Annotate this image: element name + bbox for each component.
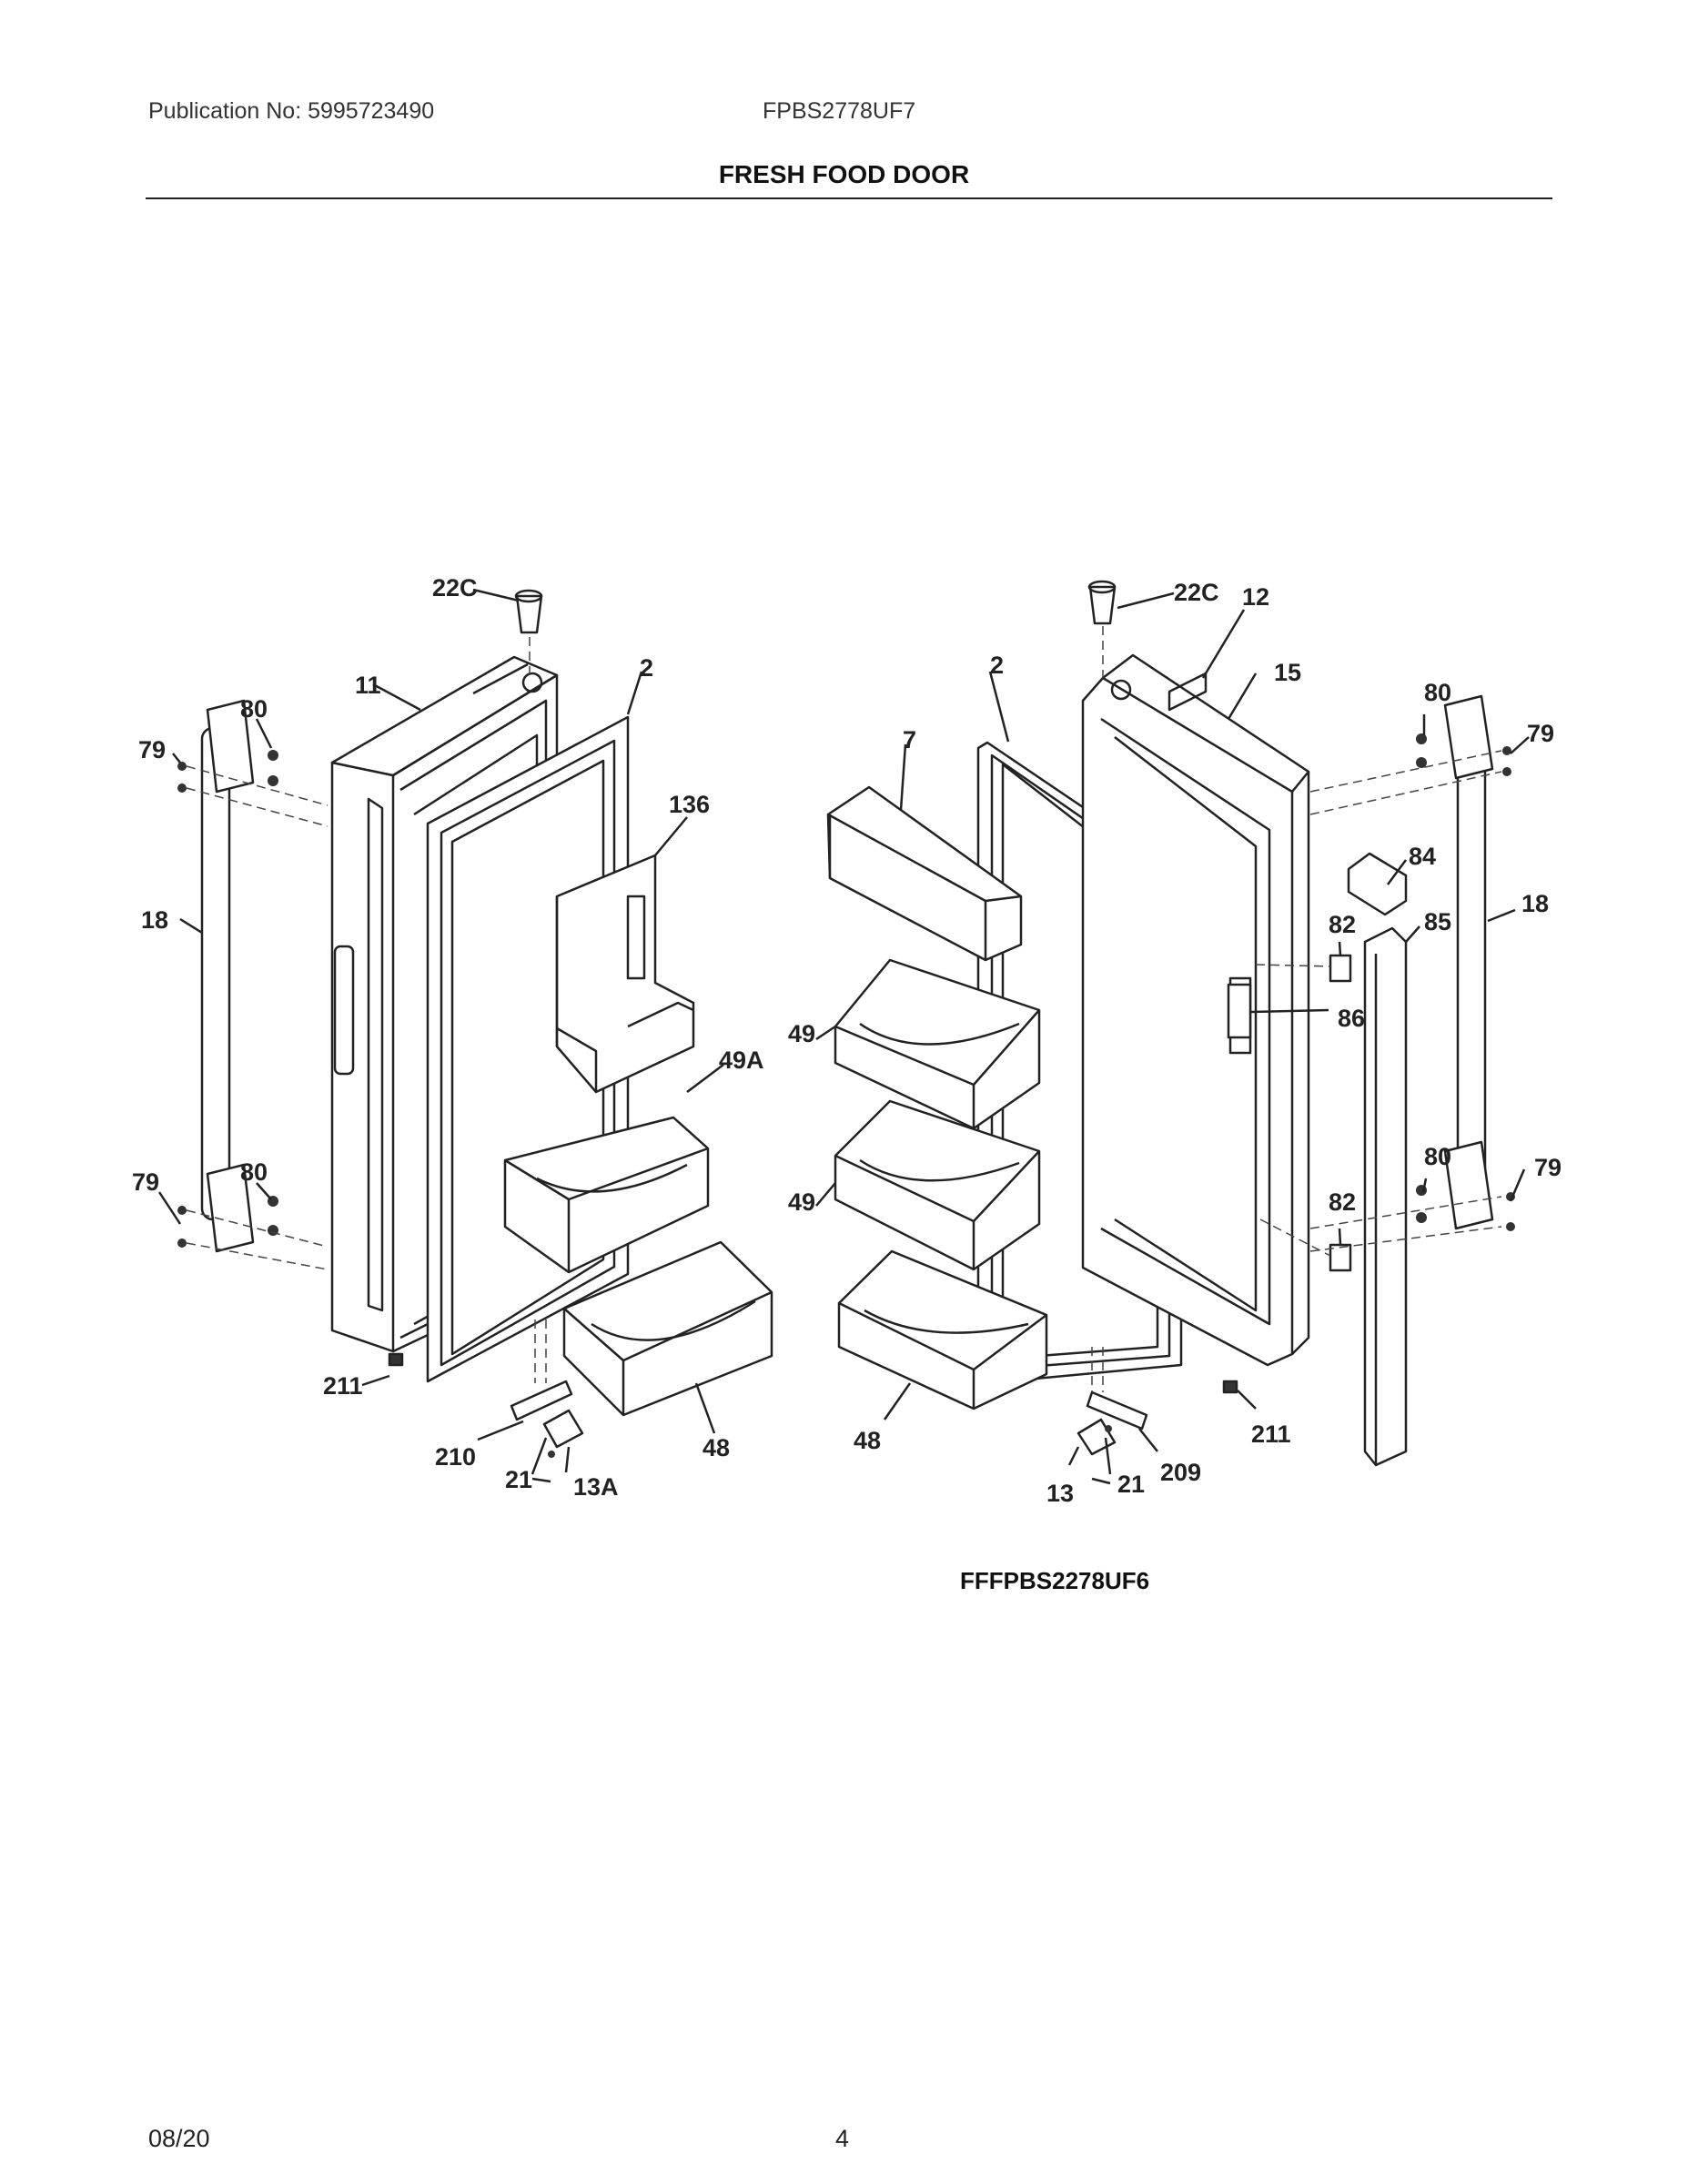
alignment-lines: [186, 626, 1502, 1392]
callout-7: 7: [903, 726, 916, 753]
callout-210: 210: [435, 1443, 476, 1471]
callout-2-left: 2: [640, 654, 653, 682]
callout-86: 86: [1338, 1005, 1365, 1032]
callout-13: 13: [1046, 1480, 1074, 1507]
publication-number: Publication No: 5995723490: [148, 98, 435, 124]
callout-80-top-right: 80: [1424, 679, 1451, 706]
section-title: FRESH FOOD DOOR: [718, 160, 970, 188]
hinge-210: [510, 1380, 584, 1449]
callout-49-top: 49: [788, 1020, 815, 1047]
label-12: [1167, 672, 1208, 712]
callout-49A: 49A: [719, 1046, 764, 1074]
callout-79-top-right: 79: [1527, 720, 1554, 747]
callout-211-right: 211: [1251, 1421, 1291, 1448]
callout-49-bottom: 49: [788, 1188, 815, 1216]
footer-date: 08/20: [148, 2125, 210, 2152]
callout-21-left: 21: [505, 1466, 532, 1493]
callout-48-right: 48: [854, 1427, 881, 1454]
callout-12: 12: [1242, 583, 1269, 611]
door-bin-7: [826, 785, 1023, 962]
callout-80-bottom-left: 80: [240, 1158, 268, 1186]
leader-lines: [157, 588, 1530, 1485]
dispenser-136: [555, 854, 695, 1094]
switch-86: [1227, 983, 1252, 1039]
cap-22C-left: [514, 589, 543, 634]
callout-85: 85: [1424, 908, 1451, 935]
callout-21-right: 21: [1117, 1471, 1145, 1498]
callout-82-bottom: 82: [1329, 1188, 1356, 1216]
trim-85: [1363, 926, 1408, 1467]
handle-18-right: [1443, 694, 1494, 1230]
callout-13A: 13A: [573, 1473, 619, 1501]
callout-2-right: 2: [990, 652, 1004, 679]
clip-211-right: [1222, 1380, 1238, 1394]
door-bin-49A: [503, 1116, 710, 1274]
callout-209: 209: [1160, 1459, 1201, 1486]
cap-22C-right: [1087, 580, 1117, 625]
right-door-outer-panel: [1081, 653, 1310, 1367]
bracket-84: [1347, 852, 1408, 916]
callout-18-left: 18: [141, 906, 168, 934]
callout-22C-right: 22C: [1174, 579, 1219, 606]
bracket-82-top: [1329, 954, 1352, 983]
door-bin-48-left: [562, 1240, 773, 1417]
callout-79-bottom-left: 79: [132, 1168, 159, 1196]
door-bin-48-right: [837, 1249, 1048, 1410]
callout-136: 136: [669, 791, 710, 818]
door-bin-49-bottom: [834, 1099, 1041, 1271]
callout-84: 84: [1409, 843, 1436, 870]
footer-page-number: 4: [835, 2125, 850, 2152]
callout-79-top-left: 79: [138, 736, 166, 763]
model-number: FPBS2778UF7: [763, 98, 916, 124]
callout-80-top-left: 80: [240, 695, 268, 723]
door-bin-49-top: [834, 958, 1041, 1130]
hinge-209: [1076, 1390, 1148, 1456]
callout-48-left: 48: [702, 1434, 730, 1461]
callout-79-bottom-right: 79: [1534, 1154, 1562, 1181]
callout-18-right: 18: [1521, 890, 1549, 917]
callout-22C-left: 22C: [432, 574, 478, 602]
handle-18-left: [200, 699, 255, 1253]
callout-80-bottom-right: 80: [1424, 1143, 1451, 1170]
callout-15: 15: [1274, 659, 1301, 686]
clip-211-left: [388, 1352, 404, 1367]
header-rule: [146, 197, 1552, 199]
callout-11: 11: [355, 672, 381, 699]
variant-model-label: FFFPBS2278UF6: [960, 1567, 1150, 1594]
callout-82-top: 82: [1329, 911, 1356, 938]
callout-211-left: 211: [323, 1372, 363, 1400]
